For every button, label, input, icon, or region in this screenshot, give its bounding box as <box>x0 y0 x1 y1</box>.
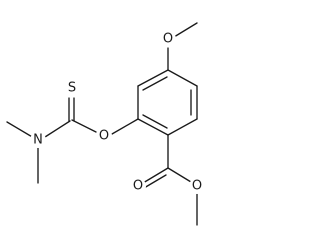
bond-n-thiocarbonyl <box>44 120 71 138</box>
ring-bond-2-double <box>142 76 168 91</box>
ring-bond-6-double <box>142 114 168 129</box>
ring-bond-6 <box>137 118 169 136</box>
atom-label-carbonyl-oxygen: O <box>133 179 143 194</box>
bond-carbonyl-o-double <box>143 174 167 189</box>
atom-label-methoxy-oxygen: O <box>163 32 173 47</box>
ring-bond-2 <box>137 69 169 87</box>
bond-carbonyl-ester-o <box>167 167 192 183</box>
ring-bond-3 <box>167 69 198 87</box>
bond-n-methyl-left <box>6 121 35 139</box>
bond-methoxy-o-methyl <box>173 22 198 38</box>
atom-label-amine-nitrogen: N <box>33 133 43 148</box>
bond-thiocarbonyl-o <box>71 119 97 133</box>
bond-o-aryl <box>111 118 139 135</box>
atom-label-ester-oxygen-left: O <box>99 129 109 144</box>
atom-label-thione-sulfur: S <box>68 81 76 96</box>
chemical-structure: S N O O O O <box>6 22 203 226</box>
ring-bond-5 <box>167 118 198 136</box>
bond-carbonyl-o <box>142 167 169 184</box>
atom-label-ester-oxygen-right: O <box>192 179 202 194</box>
